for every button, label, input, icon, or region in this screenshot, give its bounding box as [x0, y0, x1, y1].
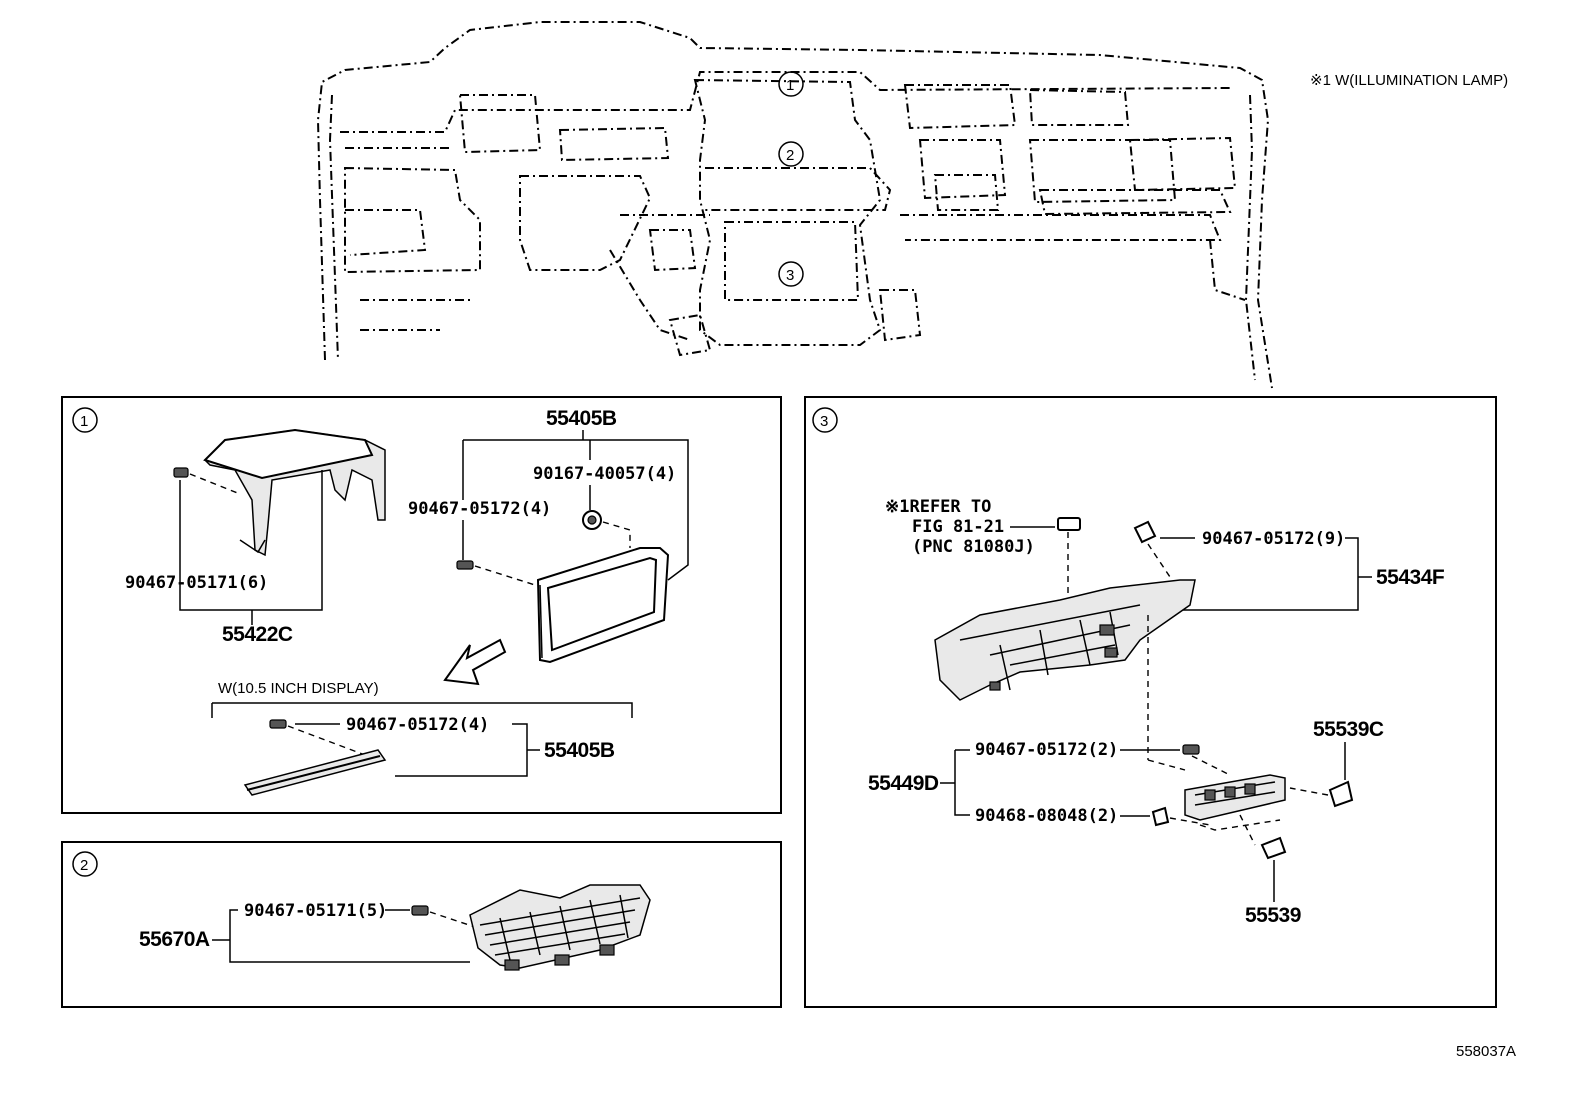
diagram-id: 558037A	[1456, 1043, 1516, 1060]
label-55434F: 55434F	[1376, 566, 1445, 589]
label-refer-to: ※1REFER TO	[885, 497, 991, 517]
overview-callout-3[interactable]: 3	[778, 261, 804, 287]
climate-control-panel-55670A[interactable]	[469, 884, 651, 971]
panel-3-index-label: 3	[820, 413, 828, 430]
switch-55539C-icon[interactable]	[1289, 780, 1354, 808]
clip-90467-05171-5-icon[interactable]	[411, 905, 479, 929]
overview-callout-1-label: 1	[786, 77, 794, 94]
view-direction-arrow	[443, 638, 507, 686]
leader-55434F	[1160, 537, 1359, 611]
clip-90467-05172-b-icon[interactable]	[269, 719, 366, 756]
label-90467-05171-5: 90467-05171(5)	[244, 901, 387, 921]
upper-instrument-hood[interactable]	[203, 428, 386, 557]
switch-55539-icon[interactable]	[1260, 836, 1287, 860]
leader-55449D-bracket	[954, 749, 970, 816]
label-55405B-bottom: 55405B	[544, 739, 615, 762]
display-screen-55405B[interactable]	[536, 547, 670, 664]
label-55449D: 55449D	[868, 772, 939, 795]
overview-callout-2-label: 2	[786, 147, 794, 164]
panel-1-index-label: 1	[80, 413, 88, 430]
clip-90467-05172-a-icon[interactable]	[456, 560, 536, 586]
panel-3: 3 ※1REFER TO FIG 81-21 (PNC 81080J) 9046…	[804, 396, 1497, 1008]
label-90167-40057-4: 90167-40057(4)	[533, 464, 676, 484]
label-90467-05172-2: 90467-05172(2)	[975, 740, 1118, 760]
leader-55670A	[229, 909, 470, 963]
clip-90467-05171-icon[interactable]	[173, 467, 241, 495]
clip-90467-05172-9-icon[interactable]	[1133, 520, 1173, 581]
clip-90467-05172-2-icon[interactable]	[1182, 744, 1231, 776]
panel-2-index: 2	[72, 851, 98, 877]
illumination-lamp-icon[interactable]	[1057, 517, 1081, 605]
panel-1: 1 90467-05171(6) 55422C 55405B 90167-400…	[61, 396, 782, 814]
display-trim-strip[interactable]	[243, 749, 387, 796]
label-90467-05172-9: 90467-05172(9)	[1202, 529, 1345, 549]
label-90467-05171-6: 90467-05171(6)	[125, 573, 268, 593]
label-90467-05172-4-a: 90467-05172(4)	[408, 499, 551, 519]
label-90467-05172-4-b: 90467-05172(4)	[346, 715, 489, 735]
label-10-5-inch-display: W(10.5 INCH DISPLAY)	[218, 680, 379, 697]
screw-90468-08048-icon[interactable]	[1151, 806, 1211, 827]
label-55670A: 55670A	[139, 928, 210, 951]
overview-callout-1[interactable]: 1	[778, 71, 804, 97]
panel-2-index-label: 2	[80, 857, 88, 874]
variant-bracket	[211, 702, 633, 718]
dashboard-overview	[316, 21, 1273, 389]
label-55422C: 55422C	[222, 623, 293, 646]
label-refer-pnc: (PNC 81080J)	[912, 537, 1035, 557]
panel-2: 2 55670A 90467-05171(5)	[61, 841, 782, 1008]
overview-callout-2[interactable]: 2	[778, 141, 804, 167]
screw-90167-icon[interactable]	[582, 510, 631, 548]
leader-55422C	[179, 470, 323, 611]
overview-callout-3-label: 3	[786, 267, 794, 284]
panel-1-index: 1	[72, 407, 98, 433]
switch-bezel-55449D[interactable]	[1147, 759, 1286, 831]
label-55539C: 55539C	[1313, 718, 1384, 741]
label-55405B-top: 55405B	[546, 407, 617, 430]
illumination-note: ※1 W(ILLUMINATION LAMP)	[1310, 72, 1508, 89]
label-refer-fig: FIG 81-21	[912, 517, 1004, 537]
leader-55405B-top	[463, 430, 689, 581]
label-90468-08048-2: 90468-08048(2)	[975, 806, 1118, 826]
align-line-55539	[1239, 814, 1256, 846]
panel-3-index: 3	[812, 407, 838, 433]
center-cluster-panel-55434F[interactable]	[934, 579, 1196, 701]
label-55539: 55539	[1245, 904, 1301, 927]
